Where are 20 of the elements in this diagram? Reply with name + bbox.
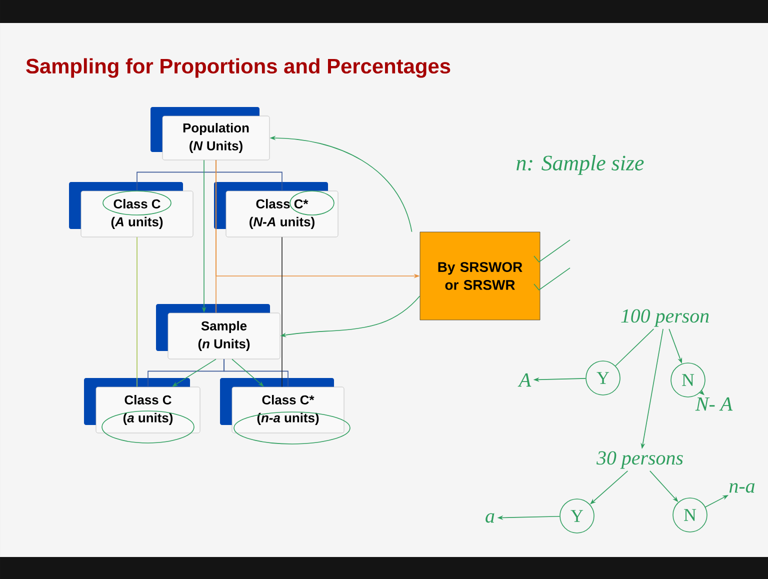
- class-box: Class C* (n-a units): [220, 378, 350, 444]
- handwritten-note: N- A: [695, 397, 733, 411]
- circled-letter: N: [670, 362, 706, 398]
- slide-title: Sampling for Proportions and Percentages: [26, 58, 450, 78]
- handwritten-note: A: [518, 373, 532, 387]
- arrow: [590, 470, 628, 504]
- circled-letter: Y: [586, 360, 620, 396]
- population-box: Population (N Units): [150, 106, 270, 160]
- handwritten-note: a: [486, 513, 494, 523]
- handwritten-note: n: Sample size: [516, 155, 644, 175]
- method-box: By SRSWOR or SRSWR: [420, 232, 540, 320]
- handwritten-note: 100 person: [621, 309, 709, 327]
- handwritten-note: 30 persons: [596, 451, 683, 469]
- class-box: Class C* (N-A units): [214, 182, 338, 238]
- class-box: Class C (a units): [84, 378, 200, 444]
- circled-letter: Y: [560, 498, 594, 534]
- circled-letter: N: [672, 498, 708, 532]
- class-box: Class C (A units): [69, 182, 194, 238]
- sample-box: Sample (n Units): [156, 304, 280, 360]
- handwritten-note: n-a: [729, 483, 755, 493]
